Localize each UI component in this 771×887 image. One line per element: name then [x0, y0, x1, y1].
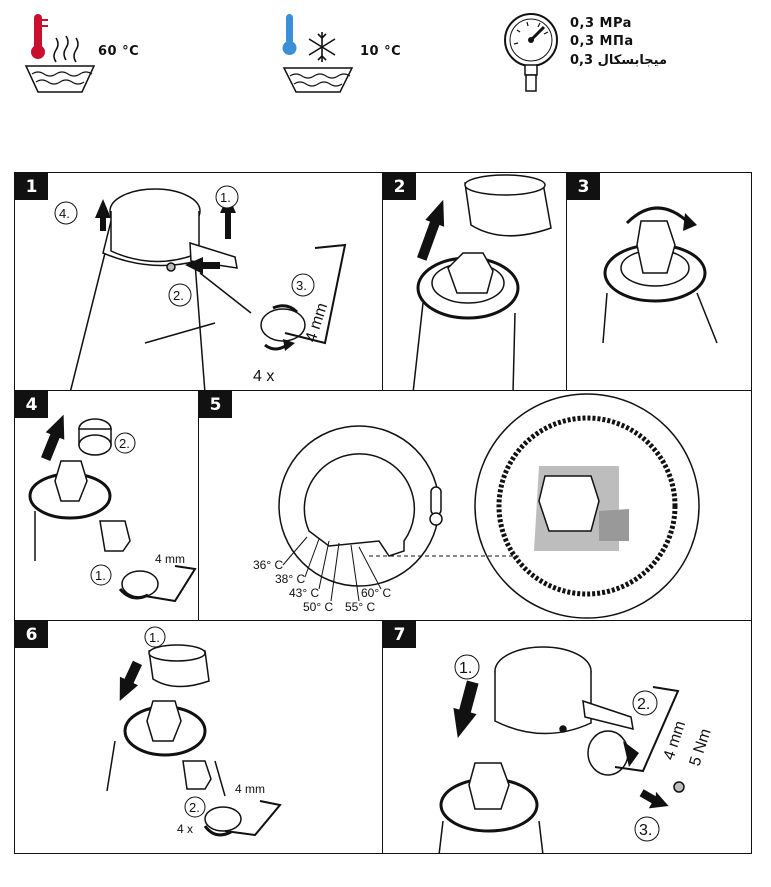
- step-label-3: 3.: [296, 278, 307, 293]
- panel-3: 3: [566, 172, 752, 392]
- temp-label-60: 60° C: [361, 586, 391, 600]
- temp-label-36: 36° C: [253, 558, 283, 572]
- panel-4-illustration: 2. 1. 4 mm: [28, 414, 197, 603]
- tool-size-label: 4 mm: [661, 719, 690, 762]
- step-label-1: 1.: [149, 630, 160, 645]
- step-label-1: 1.: [220, 190, 231, 205]
- panel-1: 1 4. 1. 2. 3. 4 mm 4 x: [14, 172, 384, 392]
- pressure-line-3: 0,3 ميجابسكال: [570, 53, 667, 68]
- temp-label-55: 55° C: [345, 600, 375, 614]
- panel-number: 6: [15, 621, 48, 648]
- panel-3-illustration: [602, 206, 718, 344]
- panel-5-illustration: 36° C 38° C 43° C 50° C 55° C 60° C: [253, 393, 700, 619]
- step-label-2: 2.: [637, 696, 650, 713]
- panel-number: 3: [567, 173, 600, 200]
- cold-water-icon: [278, 10, 358, 95]
- cold-temp-label: 10 °C: [360, 44, 402, 59]
- temp-label-50: 50° C: [303, 600, 333, 614]
- step-label-1: 1.: [459, 660, 472, 677]
- panel-6-illustration: 1. 2. 4 mm 4 x: [106, 626, 282, 837]
- repeat-count-label: 4 x: [177, 822, 193, 836]
- panel-2-illustration: [412, 174, 552, 391]
- panel-7-illustration: 1. 2. 3. 4 mm 5 Nm: [438, 646, 715, 853]
- step-label-2: 2.: [173, 288, 184, 303]
- panel-number: 7: [383, 621, 416, 648]
- hot-temp-label: 60 °C: [98, 44, 140, 59]
- panel-6: 6 1. 2. 4 mm 4 x: [14, 620, 384, 854]
- step-label-4: 4.: [59, 206, 70, 221]
- panel-1-illustration: 4. 1. 2. 3. 4 mm 4 x: [54, 185, 347, 391]
- pressure-gauge-icon: [500, 10, 564, 95]
- repeat-count-label: 4 x: [253, 368, 274, 385]
- panel-4: 4 2. 1. 4 mm: [14, 390, 200, 622]
- step-label-2: 2.: [119, 436, 130, 451]
- step-label-3: 3.: [639, 822, 652, 839]
- tool-size-label: 4 mm: [235, 782, 265, 796]
- step-label-2: 2.: [189, 800, 200, 815]
- panel-number: 2: [383, 173, 416, 200]
- torque-label: 5 Nm: [687, 727, 715, 769]
- pressure-line-1: 0,3 MPa: [570, 16, 632, 31]
- pressure-line-2: 0,3 МПа: [570, 34, 634, 49]
- panel-7: 7 1. 2. 3. 4 mm 5 Nm: [382, 620, 752, 854]
- panel-number: 4: [15, 391, 48, 418]
- panel-number: 1: [15, 173, 48, 200]
- tool-size-label: 4 mm: [155, 552, 185, 566]
- temp-label-43: 43° C: [289, 586, 319, 600]
- panel-5: 5 36° C 38° C 43° C 50° C 55° C 60° C: [198, 390, 752, 622]
- panel-2: 2: [382, 172, 568, 392]
- step-label-1: 1.: [95, 568, 106, 583]
- temp-label-38: 38° C: [275, 572, 305, 586]
- hot-water-icon: [20, 10, 100, 95]
- panel-number: 5: [199, 391, 232, 418]
